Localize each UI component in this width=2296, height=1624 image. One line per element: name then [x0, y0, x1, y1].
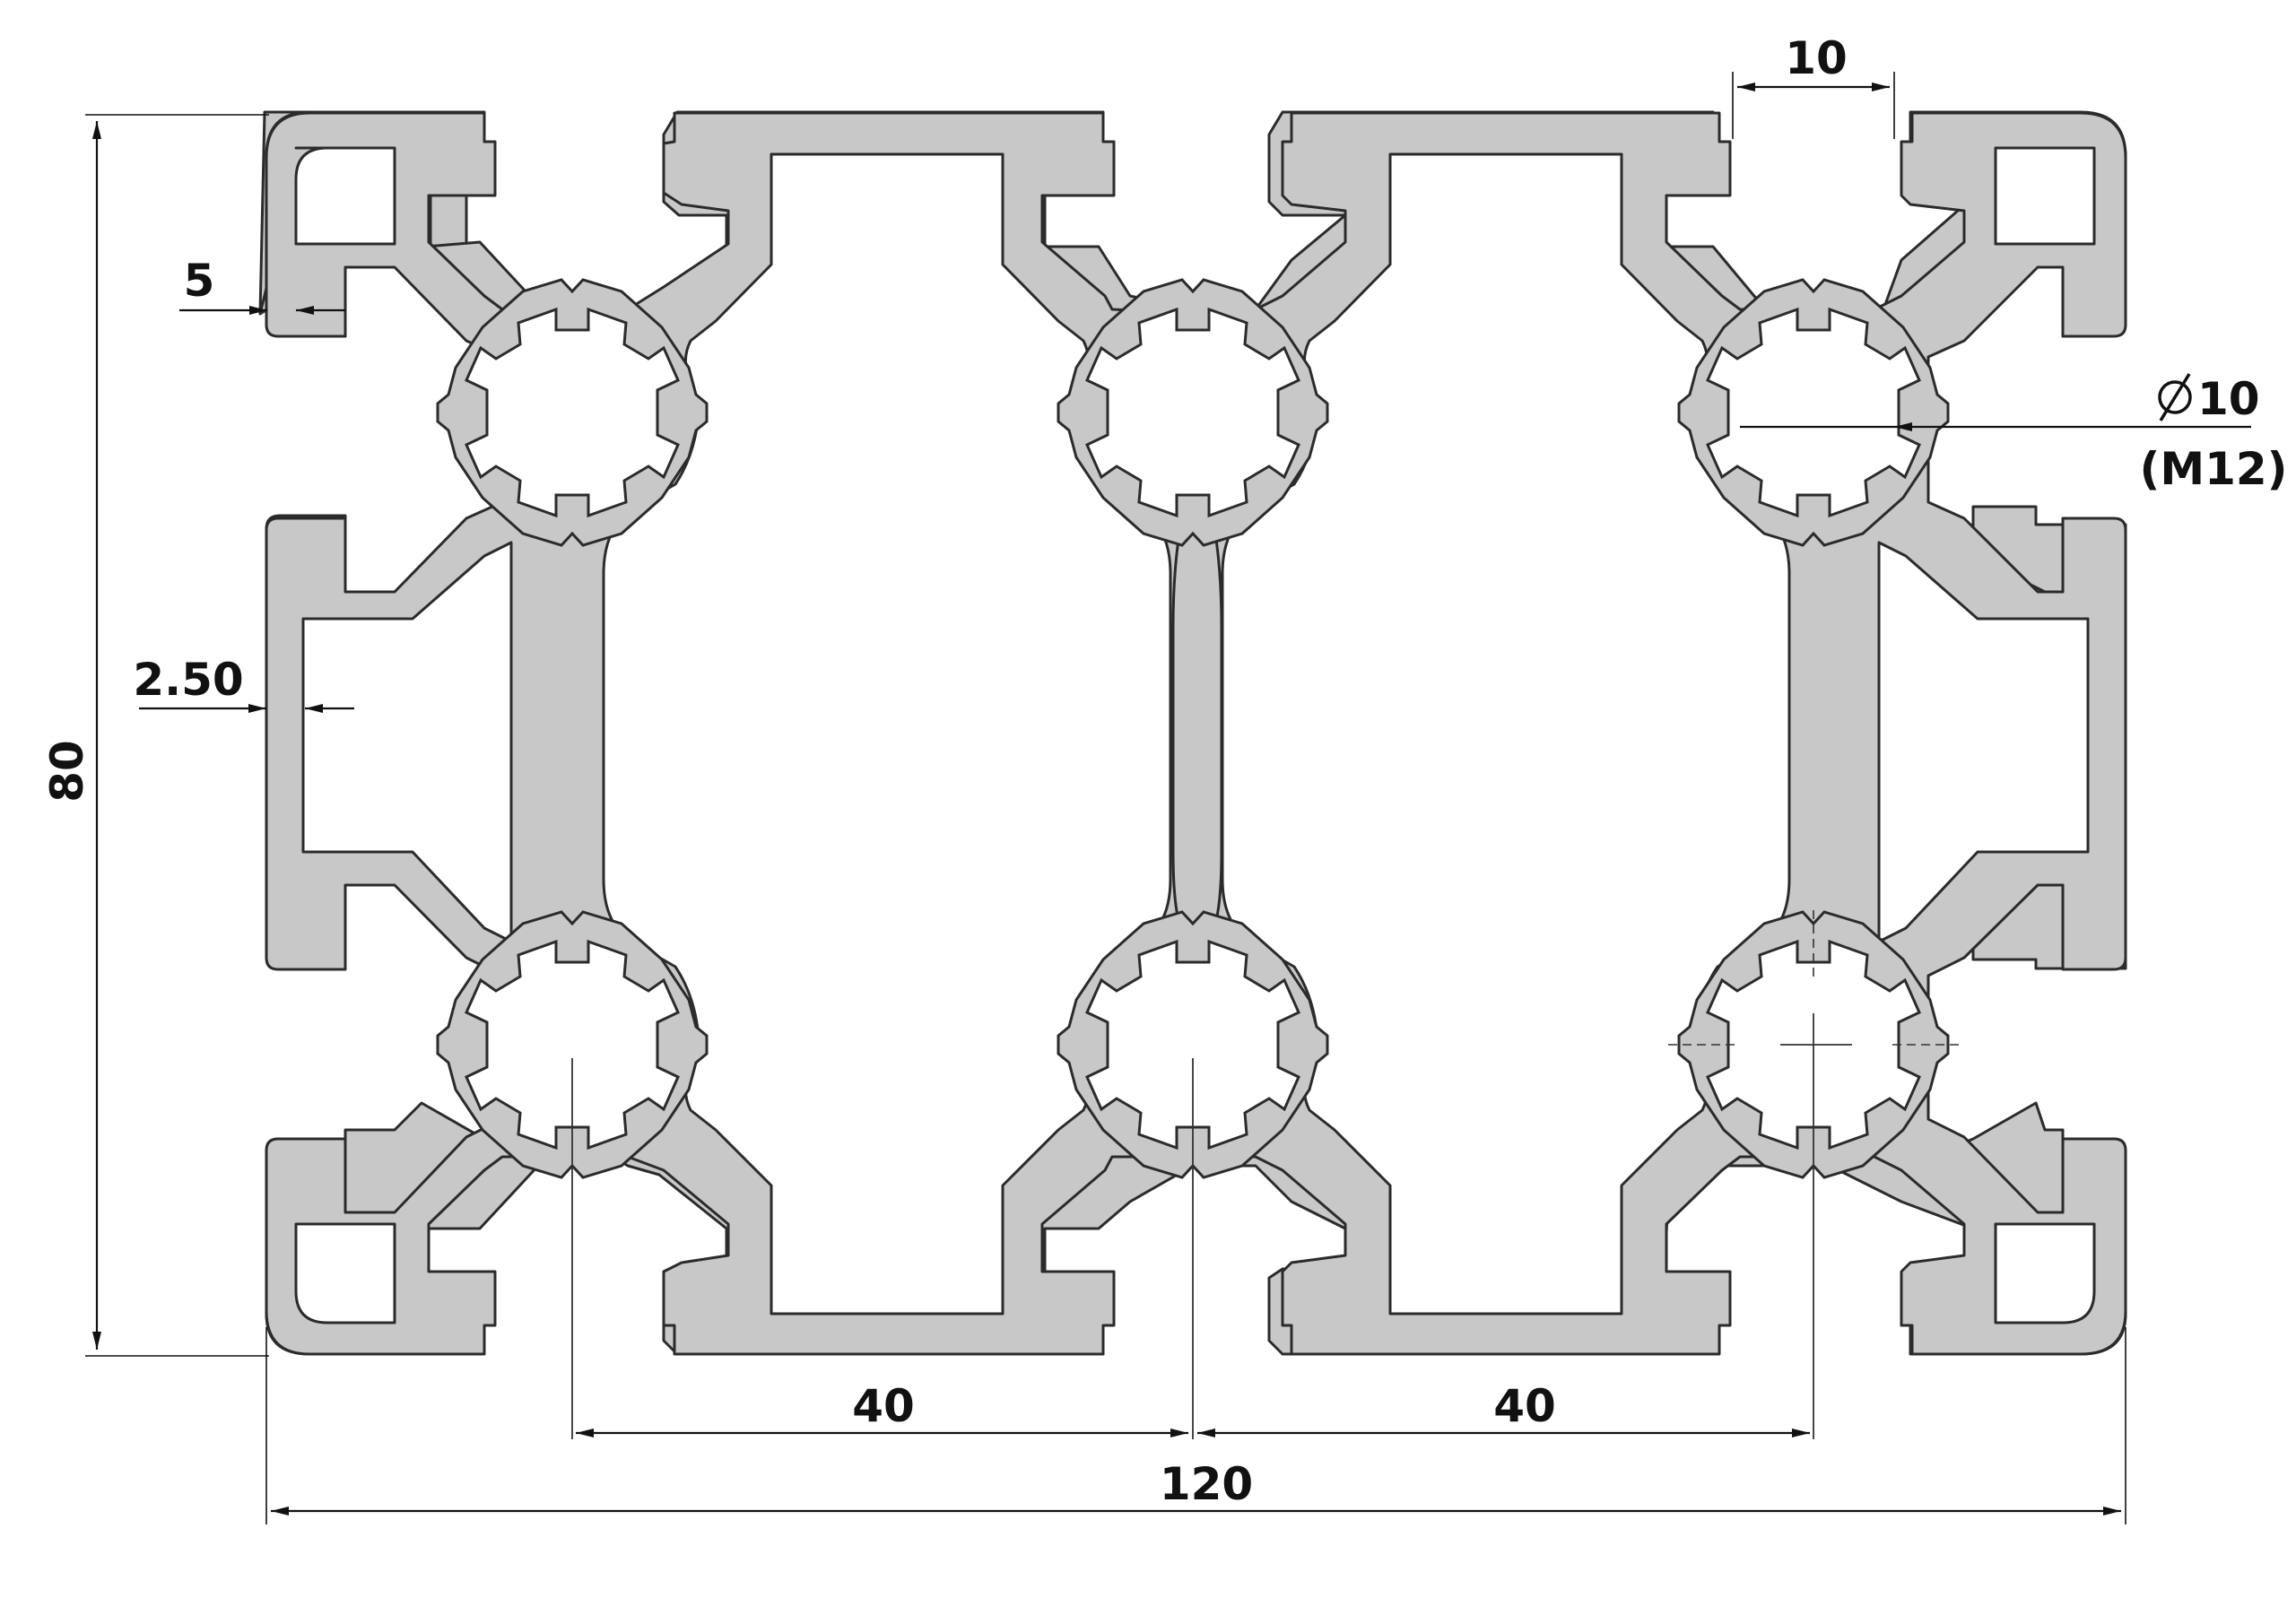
- dim-bore-callout: 10 (M12): [2139, 373, 2287, 495]
- center-web: [1171, 532, 1223, 925]
- dim-bore-diameter-label: 10: [2197, 373, 2260, 425]
- dimension-lines: [85, 72, 2251, 1524]
- pocket-bottom-right: [1994, 1222, 2096, 1324]
- dim-wall-thickness-label: 5: [184, 255, 215, 307]
- dim-pitch-right-label: 40: [1493, 1380, 1556, 1432]
- dim-total-width-label: 120: [1160, 1458, 1253, 1510]
- pocket-top-right: [1994, 146, 2096, 246]
- pocket-top-left: [294, 146, 396, 246]
- center-marks: [571, 910, 1960, 1439]
- dim-thread-label: (M12): [2139, 443, 2287, 495]
- dim-slot-opening-label: 10: [1785, 32, 1848, 84]
- dim-web-thickness-label: 2.50: [133, 654, 243, 706]
- pocket-bottom-left: [294, 1222, 396, 1324]
- dim-pitch-left-label: 40: [852, 1380, 915, 1432]
- dim-height-label: 80: [41, 740, 93, 803]
- diameter-symbol-icon: [2158, 373, 2192, 421]
